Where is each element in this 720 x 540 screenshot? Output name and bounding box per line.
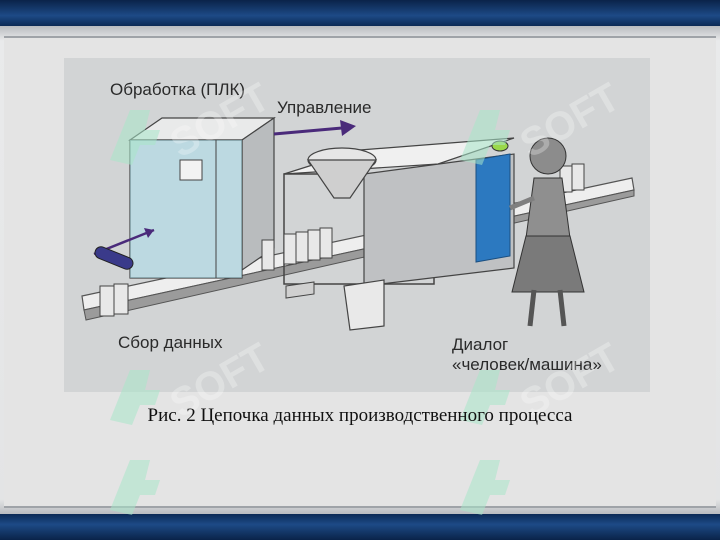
machine <box>283 137 515 331</box>
diagram-drawing: Обработка (ПЛК) Управление Сбор данных Д… <box>81 80 635 374</box>
sensor <box>93 228 155 270</box>
label-dialog-line1: Диалог <box>452 335 508 354</box>
production-diagram: Обработка (ПЛК) Управление Сбор данных Д… <box>64 58 650 392</box>
operator-figure <box>509 137 585 327</box>
label-processing: Обработка (ПЛК) <box>110 80 245 99</box>
label-data-collection: Сбор данных <box>118 333 223 352</box>
control-arrow <box>273 120 356 136</box>
plc-cabinet <box>128 116 276 279</box>
top-decor-band <box>0 0 720 26</box>
label-dialog-line2: «человек/машина» <box>452 355 602 374</box>
figure-caption: Рис. 2 Цепочка данных производственного … <box>147 405 573 426</box>
bottom-decor-band <box>0 514 720 540</box>
label-control: Управление <box>277 98 372 117</box>
bottles <box>99 163 585 317</box>
